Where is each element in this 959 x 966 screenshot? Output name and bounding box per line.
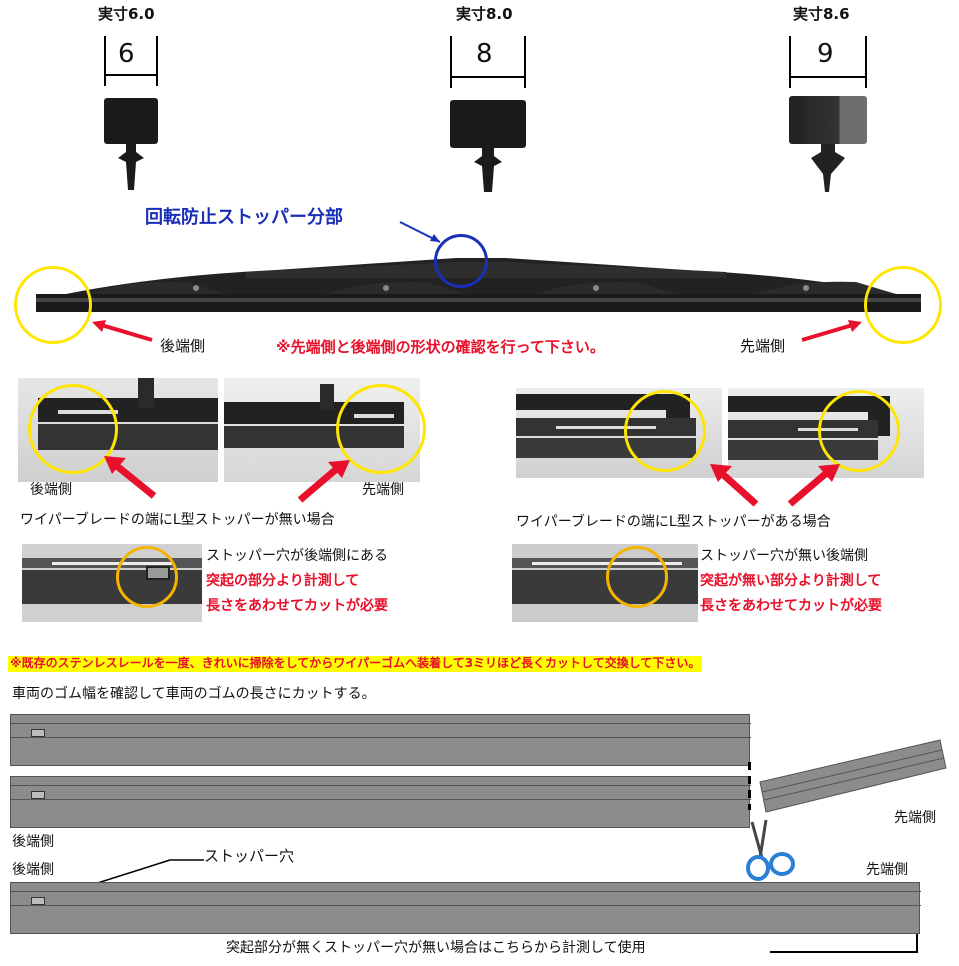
profile-width-value: 6	[118, 39, 135, 69]
stopper-hole-label: ストッパー穴	[204, 847, 295, 865]
rail-diagram-2	[10, 776, 751, 828]
right-note-1: ストッパー穴が無い後端側	[700, 548, 868, 564]
cleaning-instruction: ※既存のステンレスレールを一度、きれいに掃除をしてからワイパーゴムへ装着して3ミ…	[8, 656, 703, 672]
right-rear-ring	[624, 390, 706, 472]
right-note-2: 突起が無い部分より計測して	[700, 573, 882, 589]
rail-rear-label-2: 後端側	[12, 862, 54, 878]
left-rear-label: 後端側	[30, 482, 72, 498]
rear-arrow-icon	[92, 320, 153, 342]
stopper-highlight-ring	[434, 234, 488, 288]
profile-caption: 実寸6.0	[98, 5, 155, 23]
right-front-ring	[818, 390, 900, 472]
front-arrow-icon	[801, 320, 862, 342]
front-end-label: 先端側	[740, 337, 786, 355]
right-rail-photo	[512, 544, 698, 622]
right-front-arrow-icon	[787, 464, 840, 507]
rubber-profile-icon	[474, 146, 502, 192]
profile-caption: 実寸8.6	[793, 5, 850, 23]
left-note-2: 突起の部分より計測して	[206, 573, 360, 589]
right-rear-arrow-icon	[710, 464, 759, 507]
stopper-pointer-icon	[399, 221, 441, 243]
bottom-note-leader	[770, 951, 918, 953]
left-front-ring	[336, 384, 426, 474]
rear-end-label: 後端側	[160, 337, 206, 355]
scissors-icon	[746, 819, 795, 881]
left-rear-arrow-icon	[104, 456, 157, 499]
profile-diagram-1: 実寸6.0 6	[70, 5, 200, 196]
right-note-3: 長さをあわせてカットが必要	[700, 598, 882, 614]
left-note-1: ストッパー穴が後端側にある	[206, 548, 388, 564]
rail-diagram-1	[10, 714, 751, 766]
cut-piece-front-label: 先端側	[894, 810, 936, 826]
right-case-caption: ワイパーブレードの端にL型ストッパーがある場合	[516, 514, 831, 530]
rail-rear-label-1: 後端側	[12, 834, 54, 850]
cut-instruction: 車両のゴム幅を確認して車両のゴムの長さにカットする。	[12, 686, 376, 702]
rail-end-connector	[916, 934, 918, 952]
profile-diagram-3: 実寸8.6 9	[765, 5, 895, 196]
profile-caption: 実寸8.0	[456, 5, 513, 23]
rubber-profile-icon	[811, 144, 845, 192]
cut-line-marker	[748, 762, 751, 810]
profile-width-value: 9	[817, 39, 834, 69]
left-rear-ring	[28, 384, 118, 474]
shape-check-notice: ※先端側と後端側の形状の確認を行って下さい。	[276, 338, 605, 356]
left-front-arrow-icon	[297, 460, 350, 503]
left-note-3: 長さをあわせてカットが必要	[206, 598, 388, 614]
left-case-caption: ワイパーブレードの端にL型ストッパーが無い場合	[20, 512, 335, 528]
left-front-label: 先端側	[362, 482, 404, 498]
right-stopper-ring	[606, 546, 668, 608]
rail-diagram-3	[10, 882, 921, 934]
rear-end-ring	[14, 266, 92, 344]
left-stopper-ring	[116, 546, 178, 608]
rail-front-label-2: 先端側	[866, 862, 908, 878]
front-end-ring	[864, 266, 942, 344]
cut-piece-rail	[759, 739, 947, 813]
bottom-measure-note: 突起部分が無くストッパー穴が無い場合はこちらから計測して使用	[226, 940, 646, 956]
profile-width-value: 8	[476, 39, 493, 69]
stopper-label: 回転防止ストッパー分部	[145, 207, 343, 228]
profile-diagram-2: 実寸8.0 8	[420, 5, 560, 196]
rubber-profile-icon	[118, 142, 144, 190]
